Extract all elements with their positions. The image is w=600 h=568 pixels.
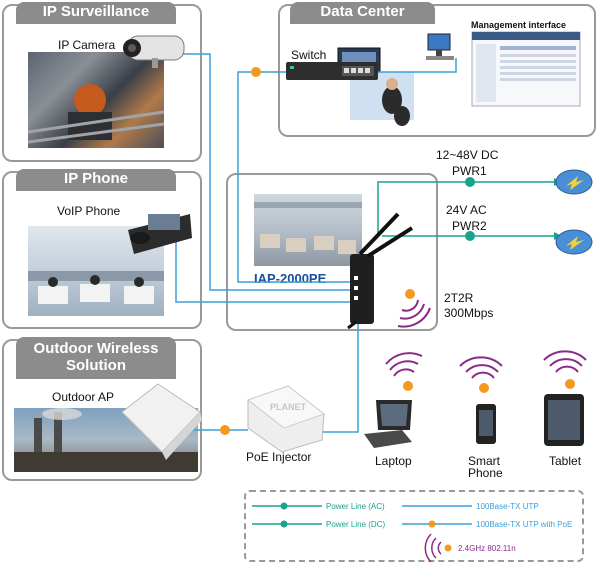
poe-dot-outdoor [220,425,230,435]
switch-label: Switch [291,48,327,62]
surveillance-title: IP Surveillance [16,2,176,24]
phone-title: IP Phone [16,169,176,191]
smartphone-label-line1: Smart [468,454,501,468]
outdoor-title: Outdoor Wireless Solution [16,337,176,379]
legend-lines [252,502,472,563]
management-interface-label: Management interface [471,20,567,30]
surveillance-photo [28,52,164,148]
legend-utp: 100Base-TX UTP [476,502,539,511]
datacenter-title: Data Center [290,2,435,24]
factory-photo [14,408,198,472]
smartphone-icon [459,356,503,444]
injector-brand: PLANET [270,402,307,412]
pwr2-voltage-label: 24V AC [446,203,487,217]
welder-scene [28,84,164,144]
power-dot-pwr1 [465,177,475,187]
poe-injector-icon: PLANET [246,385,326,453]
legend-ac: Power Line (AC) [326,502,385,511]
router-icon-pwr1 [555,169,593,195]
poe-injector-label: PoE Injector [246,450,312,464]
legend: Power Line (AC) 100Base-TX UTP Power Lin… [244,490,584,563]
pwr2-label: PWR2 [452,219,487,233]
voip-phone-label: VoIP Phone [57,204,121,218]
poe-dot-switch [251,67,261,77]
model-label: IAP-2000PE [254,271,327,286]
poe-cable [318,322,359,433]
pwr1-arrow [554,178,562,186]
smartphone-label-line2: Phone [468,466,503,480]
warehouse-scene [254,202,362,254]
pwr2-arrow [554,232,562,240]
speed-label: 300Mbps [444,306,494,320]
tablet-icon [543,350,587,446]
mimo-label: 2T2R [444,291,474,305]
laptop-label: Laptop [375,454,412,468]
factory-scene [14,408,198,472]
pwr1-label: PWR1 [452,164,487,178]
outdoor-title-line2: Solution [66,357,126,374]
legend-dc: Power Line (DC) [326,520,386,529]
tablet-label: Tablet [549,454,582,468]
pwr1-voltage-label: 12~48V DC [436,148,499,162]
outdoor-title-line1: Outdoor Wireless [33,340,159,357]
legend-utp-poe: 100Base-TX UTP with PoE [476,520,573,529]
ip-camera-label: IP Camera [58,38,116,52]
legend-wifi: 2.4GHz 802.11n [458,544,516,553]
router-icon-pwr2 [555,229,593,255]
office-scene [28,271,164,304]
outdoor-ap-label: Outdoor AP [52,390,115,404]
office-photo [28,226,164,316]
warehouse-photo [254,194,362,266]
laptop-icon [364,352,423,448]
